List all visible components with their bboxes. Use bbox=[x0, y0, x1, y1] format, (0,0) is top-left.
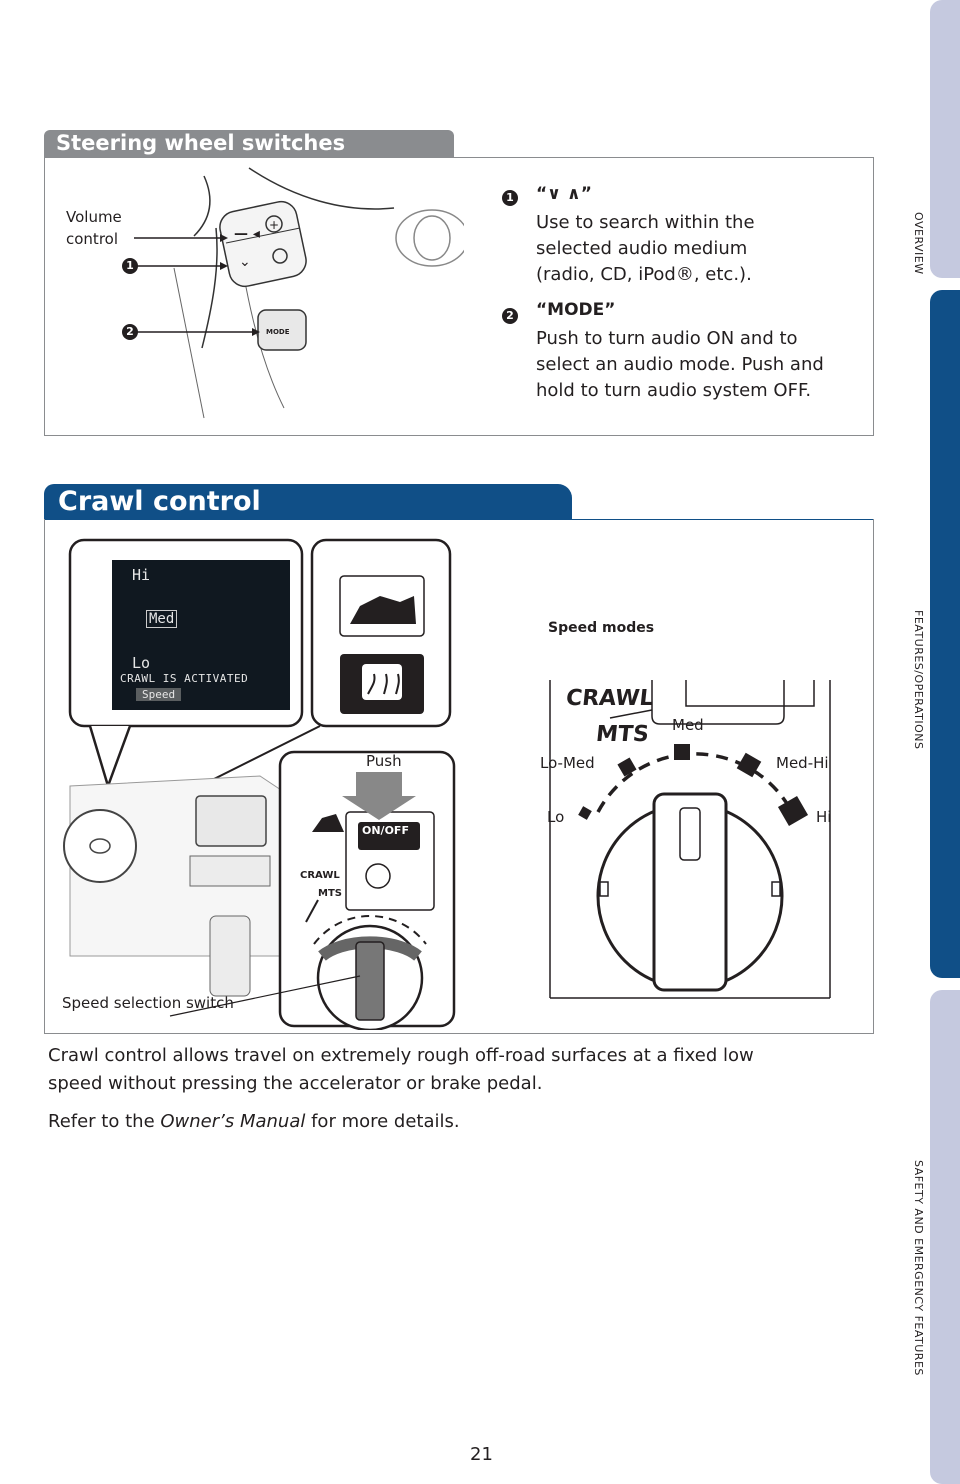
item1-line1: Use to search within the bbox=[536, 212, 755, 233]
speed-selection-switch-label: Speed selection switch bbox=[62, 994, 234, 1012]
push-label: Push bbox=[366, 752, 402, 770]
crawl-description-line1: Crawl control allows travel on extremely… bbox=[48, 1045, 754, 1066]
item1-description: Use to search within the selected audio … bbox=[536, 210, 866, 288]
side-label-features: FEATURES/OPERATIONS bbox=[912, 610, 925, 750]
crawl-description: Crawl control allows travel on extremely… bbox=[48, 1042, 898, 1098]
tab-features-operations[interactable] bbox=[930, 290, 960, 978]
volume-control-callout: Volume control bbox=[66, 208, 122, 248]
display-lo: Lo bbox=[132, 654, 151, 672]
mode-lo-med: Lo-Med bbox=[540, 754, 595, 772]
mode-hi: Hi bbox=[816, 808, 832, 826]
item2-line3: hold to turn audio system OFF. bbox=[536, 380, 812, 401]
speed-modes-title: Speed modes bbox=[548, 620, 655, 636]
refer-suffix: for more details. bbox=[305, 1111, 460, 1132]
steering-content-box bbox=[44, 157, 874, 436]
item1-line3: (radio, CD, iPod®, etc.). bbox=[536, 264, 752, 285]
mts-switch-label: MTS bbox=[318, 888, 342, 899]
side-label-overview: OVERVIEW bbox=[912, 212, 925, 275]
mode-button-label: MODE bbox=[266, 328, 290, 336]
steering-header-rule bbox=[44, 157, 873, 158]
mode-lo: Lo bbox=[547, 808, 565, 826]
display-speed: Speed bbox=[136, 688, 182, 701]
steering-section-header: Steering wheel switches bbox=[44, 130, 454, 158]
dial-mts-label: MTS bbox=[594, 722, 651, 747]
refer-text: Refer to the Owner’s Manual for more det… bbox=[48, 1108, 460, 1136]
svg-text:— ◂: — ◂ bbox=[234, 226, 260, 242]
item1-line2: selected audio medium bbox=[536, 238, 748, 259]
tab-overview[interactable] bbox=[930, 0, 960, 278]
item2-description: Push to turn audio ON and to select an a… bbox=[536, 326, 866, 404]
svg-text:+: + bbox=[269, 218, 279, 232]
crawl-header-rule bbox=[44, 519, 873, 520]
speed-modes-dial bbox=[549, 680, 831, 999]
item-number-1: 1 bbox=[502, 190, 518, 206]
steering-wheel-illustration: — ◂ + ⌄ MODE bbox=[134, 167, 464, 419]
item1-title: “∨ ∧” bbox=[536, 184, 592, 204]
onoff-label: ON/OFF bbox=[362, 824, 409, 837]
tab-safety-emergency[interactable] bbox=[930, 990, 960, 1484]
item2-line1: Push to turn audio ON and to bbox=[536, 328, 798, 349]
page-number: 21 bbox=[470, 1444, 493, 1465]
crawl-section-header: Crawl control bbox=[44, 484, 572, 520]
crawl-switch-label: CRAWL bbox=[300, 870, 340, 881]
steering-section-title: Steering wheel switches bbox=[56, 131, 346, 155]
crawl-content-box bbox=[44, 519, 874, 1034]
dial-crawl-label: CRAWL bbox=[564, 686, 655, 711]
svg-text:⌄: ⌄ bbox=[239, 254, 251, 270]
callout-number-1: 1 bbox=[122, 258, 138, 274]
item2-title: “MODE” bbox=[536, 300, 616, 320]
owners-manual-reference: Owner’s Manual bbox=[160, 1111, 306, 1132]
mode-med: Med bbox=[672, 716, 704, 734]
crawl-section-title: Crawl control bbox=[58, 486, 261, 517]
display-status: CRAWL IS ACTIVATED bbox=[120, 672, 249, 685]
crawl-description-line2: speed without pressing the accelerator o… bbox=[48, 1073, 543, 1094]
display-med: Med bbox=[146, 610, 178, 628]
crawl-display-screen: Hi Med Lo CRAWL IS ACTIVATED Speed bbox=[118, 566, 290, 708]
callout-number-2: 2 bbox=[122, 324, 138, 340]
display-hi: Hi bbox=[132, 566, 151, 584]
refer-prefix: Refer to the bbox=[48, 1111, 161, 1132]
mode-med-hi: Med-Hi bbox=[776, 754, 829, 772]
dashboard-illustration bbox=[63, 538, 456, 1030]
side-label-safety: SAFETY AND EMERGENCY FEATURES bbox=[912, 1160, 925, 1376]
item2-line2: select an audio mode. Push and bbox=[536, 354, 824, 375]
item-number-2: 2 bbox=[502, 308, 518, 324]
